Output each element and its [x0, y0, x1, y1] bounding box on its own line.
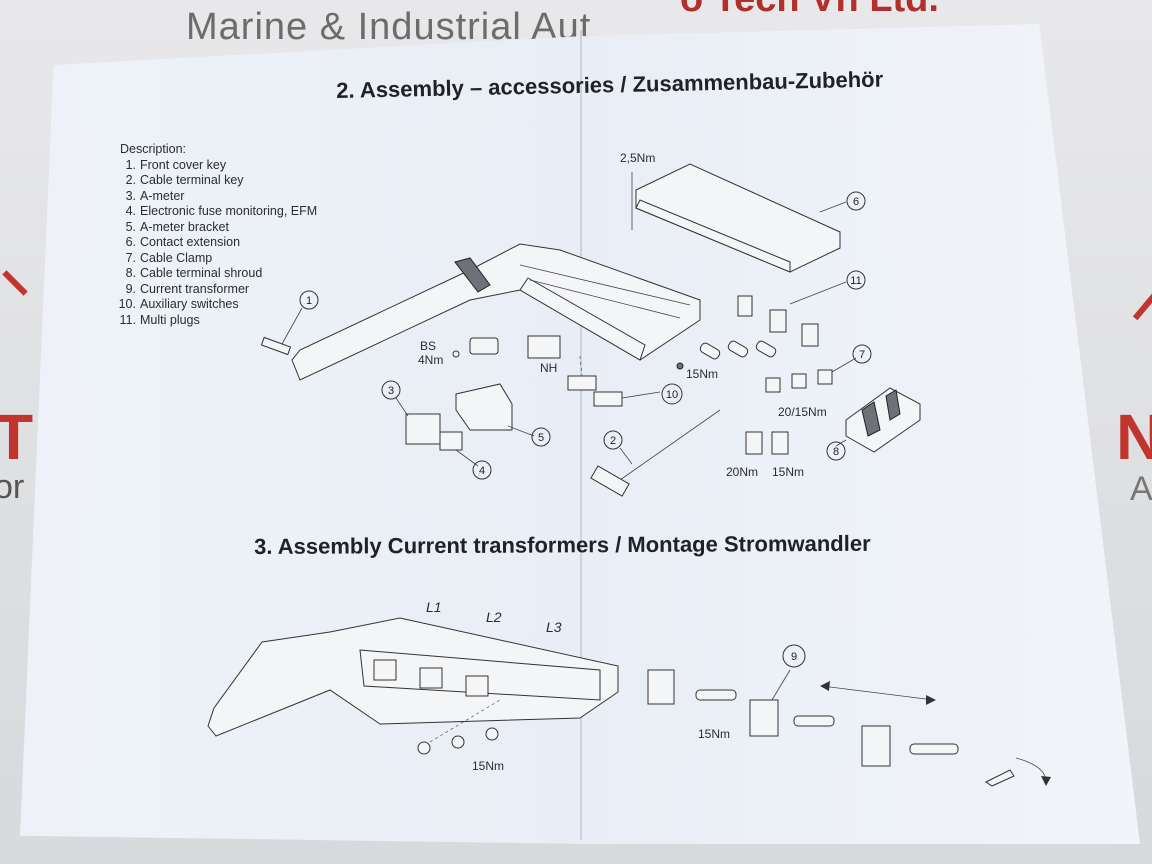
- rotate-arrow: [985, 757, 1051, 787]
- multi-plugs: [737, 281, 847, 347]
- side-mark-left: T: [0, 401, 34, 473]
- label-nh: NH: [540, 361, 557, 375]
- description-item: 5.A-meter bracket: [125, 219, 229, 234]
- description-item: 8.Cable terminal shroud: [125, 266, 263, 280]
- description-item: 2.Cable terminal key: [125, 173, 244, 187]
- sheet-fold: [580, 30, 582, 840]
- move-arrow: [820, 681, 936, 705]
- fuse-switch-body: [291, 243, 701, 381]
- description-item: 9.Current transformer: [125, 281, 250, 296]
- contact-extension: [631, 163, 847, 273]
- description-item: 6.Contact extension: [125, 235, 241, 249]
- a-meter: [395, 397, 479, 467]
- phase-label-l1: L1: [426, 599, 442, 615]
- front-cover-key: [260, 307, 303, 356]
- ct-nuts: [417, 699, 501, 755]
- label-torque-15nm-a: 15Nm: [686, 367, 718, 381]
- label-torque-20nm: 20Nm: [726, 465, 758, 479]
- callout-2-text: 2: [610, 435, 616, 447]
- callout-9-text: 9: [791, 651, 797, 663]
- callout-2: [603, 430, 623, 450]
- description-block: Description: 1.Front cover key 2.Cable t…: [112, 142, 318, 329]
- callout-10-text: 10: [666, 389, 678, 401]
- label-torque-15nm-b: 15Nm: [772, 465, 804, 479]
- cable-lugs: [676, 340, 777, 370]
- side-mark-left-2: or: [0, 468, 25, 506]
- callout-3: [381, 380, 401, 400]
- side-mark-right-2: A: [1130, 470, 1152, 508]
- phase-label-l3: L3: [546, 619, 562, 635]
- label-torque-20-15nm: 20/15Nm: [778, 405, 827, 419]
- callout-5-text: 5: [538, 432, 544, 444]
- watermark-top-text: o Tech Vn Ltd.: [680, 0, 939, 21]
- callout-9: [782, 644, 806, 668]
- callout-11-text: 11: [850, 275, 861, 287]
- callout-4: [472, 460, 492, 480]
- callout-6: [846, 191, 866, 211]
- callout-8-text: 8: [833, 446, 839, 458]
- callout-7-text: 7: [859, 349, 865, 361]
- description-item: 7.Cable Clamp: [125, 250, 213, 265]
- callout-8: [826, 441, 846, 461]
- callout-1: [299, 290, 319, 310]
- description-item: 4.Electronic fuse monitoring, EFM: [125, 204, 318, 218]
- label-bs: BS: [420, 339, 436, 353]
- fuse-switch-body-ct: [207, 617, 619, 737]
- auxiliary-switches: [567, 355, 661, 407]
- description-list: 1.Front cover key 2.Cable terminal key 3…: [112, 157, 318, 329]
- label-torque-15nm-ct: 15Nm: [698, 727, 730, 741]
- description-item: 3.A-meter: [125, 188, 185, 203]
- label-torque-2-5nm: 2,5Nm: [620, 151, 655, 165]
- label-torque-15nm-nuts: 15Nm: [472, 759, 504, 773]
- side-mark-right: N: [1116, 401, 1152, 473]
- cable-terminal-key: [590, 409, 721, 497]
- label-torque-4nm: 4Nm: [418, 353, 443, 367]
- callout-10: [661, 383, 683, 405]
- callout-11: [846, 270, 866, 290]
- callout-4-text: 4: [479, 465, 485, 477]
- callout-7: [852, 344, 872, 364]
- bs-fuse: [452, 337, 499, 358]
- a-meter-bracket: [455, 383, 535, 437]
- description-heading: Description:: [120, 142, 186, 156]
- cable-terminal-shroud: [835, 387, 921, 453]
- current-transformers: [647, 669, 959, 767]
- nh-fuse: [527, 335, 561, 359]
- cable-clamps: [765, 357, 857, 393]
- callout-5: [531, 427, 551, 447]
- phase-label-l2: L2: [486, 609, 502, 625]
- callout-6-text: 6: [853, 196, 859, 208]
- callout-3-text: 3: [388, 385, 394, 397]
- callout-1-text: 1: [306, 295, 312, 307]
- description-item: 10.Auxiliary switches: [118, 297, 239, 311]
- clamp-pair: [745, 431, 789, 455]
- description-item: 11.Multi plugs: [119, 312, 200, 327]
- description-item: 1.Front cover key: [125, 157, 227, 172]
